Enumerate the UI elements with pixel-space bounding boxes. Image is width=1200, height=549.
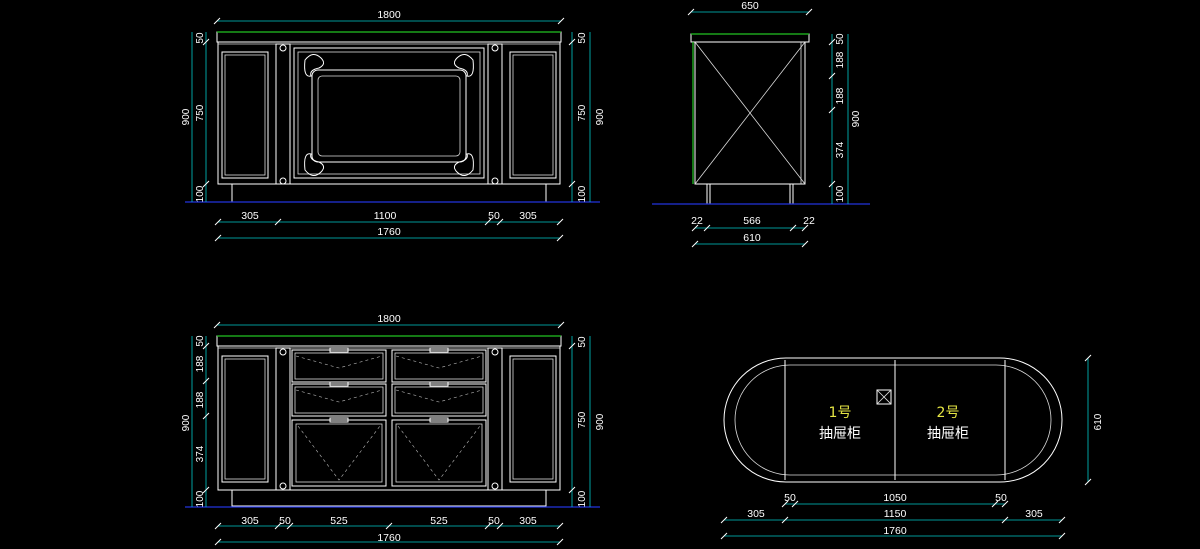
side-bottom-3: 22 [803,215,815,227]
drawer-right-total: 900 [595,413,606,430]
side-view: 650 50 188 188 374 100 900 22 566 22 610 [652,0,870,248]
side-right-h1: 50 [835,33,846,45]
front-right-h3: 100 [577,185,588,202]
front-right-total: 900 [595,108,606,125]
side-right-h5: 100 [835,185,846,202]
cabinet-1-name: 抽屉柜 [819,426,861,442]
plan-depth: 610 [1093,413,1104,430]
front-right-h1: 50 [577,32,588,44]
drawer-bottom-3: 525 [330,515,348,527]
drawer-bottom-2: 50 [279,515,291,527]
drawer-view: 1800 50 188 188 374 100 900 50 750 100 9… [181,313,606,546]
front-top-width: 1800 [377,9,401,21]
plan-inner-2: 1050 [883,492,907,504]
plan-outer-1: 305 [747,508,765,520]
front-right-h2: 750 [577,104,588,121]
drawer-left-h5: 100 [195,490,206,507]
side-bottom-total: 610 [743,232,761,244]
side-top-width: 650 [741,0,759,12]
drawer-left-h1: 50 [195,335,206,347]
side-right-h4: 374 [835,141,846,158]
plan-inner-3: 50 [995,492,1007,504]
side-right-h2: 188 [835,51,846,68]
drawer-bottom-5: 50 [488,515,500,527]
plan-total: 1760 [883,525,907,537]
front-bottom-2: 1100 [374,210,397,222]
front-bottom-4: 305 [519,210,537,222]
front-left-h3: 100 [195,185,206,202]
front-bottom-1: 305 [241,210,259,222]
drawer-left-h2: 188 [195,355,206,372]
cabinet-1-number: 1号 [829,405,852,421]
side-right-total: 900 [851,110,862,127]
drawer-right-h1: 50 [577,336,588,348]
drawer-bottom-4: 525 [430,515,448,527]
drawer-top-width: 1800 [377,313,401,325]
drawer-right-h2: 750 [577,411,588,428]
side-bottom-2: 566 [743,215,761,227]
front-left-total: 900 [181,108,192,125]
drawer-bottom-1: 305 [241,515,259,527]
drawer-bottom-6: 305 [519,515,537,527]
drawer-left-h3: 188 [195,391,206,408]
side-bottom-1: 22 [691,215,703,227]
side-right-h3: 188 [835,87,846,104]
drawer-right-h3: 100 [577,490,588,507]
front-base-width: 1760 [377,226,401,238]
front-view: 1800 50 750 100 900 50 750 100 900 305 1… [181,9,606,242]
front-bottom-3: 50 [488,210,500,222]
cabinet-2-name: 抽屉柜 [927,426,969,442]
drawer-left-h4: 374 [195,445,206,462]
plan-outer-2: 1150 [884,508,907,520]
front-left-h2: 750 [195,104,206,121]
drawer-base-width: 1760 [377,532,401,544]
plan-view: 1号 抽屉柜 2号 抽屉柜 610 50 1050 50 305 1150 30… [720,354,1104,540]
plan-outer-3: 305 [1025,508,1043,520]
plan-inner-1: 50 [784,492,796,504]
cabinet-2-number: 2号 [937,405,960,421]
drawer-left-total: 900 [181,414,192,431]
front-left-h1: 50 [195,32,206,44]
